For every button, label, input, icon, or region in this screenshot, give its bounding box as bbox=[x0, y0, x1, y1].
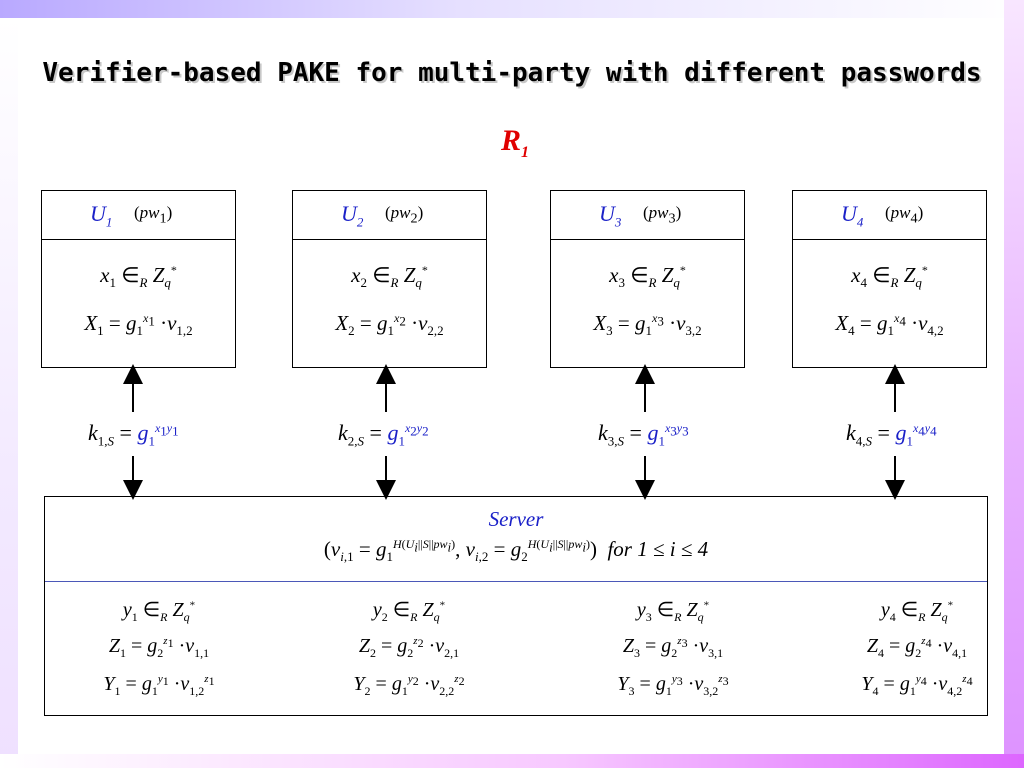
user-commit-X: X2 = g1x2 ·v2,2 bbox=[335, 311, 444, 339]
server-box: Server (vi,1 = g1H(Ui||S||pwi), vi,2 = g… bbox=[44, 496, 988, 716]
server-commit-Y: Y1 = g1y1 ·v1,2z1 bbox=[103, 673, 215, 698]
server-commit-Y: Y4 = g1y4 ·v4,2z4 bbox=[861, 673, 973, 698]
server-random-y: y2 ∈R Zq* bbox=[372, 599, 446, 624]
user-password: (pw3) bbox=[643, 203, 682, 227]
server-commit-Z: Z1 = g2z1 ·v1,1 bbox=[108, 635, 210, 660]
server-random-y: y4 ∈R Zq* bbox=[880, 599, 954, 624]
top-decor-bar bbox=[0, 0, 1024, 18]
server-column-3: y3 ∈R Zq* Z3 = g2z3 ·v3,1 Y3 = g1y3 ·v3,2z… bbox=[555, 597, 791, 711]
slide-title: Verifier-based PAKE for multi-party with… bbox=[42, 58, 982, 88]
server-column-2: y2 ∈R Zq* Z2 = g2z2 ·v2,1 Y2 = g1y2 ·v2,2z… bbox=[291, 597, 527, 711]
user-random-x: x3 ∈R Zq* bbox=[609, 263, 686, 291]
server-divider bbox=[45, 581, 987, 582]
user-name: U3 bbox=[599, 201, 622, 230]
user-header: U1 (pw1) bbox=[42, 191, 235, 240]
session-key-1: k1,S = g1x1y1 bbox=[88, 420, 179, 449]
session-key-2: k2,S = g1x2y2 bbox=[338, 420, 429, 449]
server-condition: for 1 ≤ i ≤ 4 bbox=[607, 537, 709, 561]
user-box-2: U2 (pw2) x2 ∈R Zq* X2 = g1x2 ·v2,2 bbox=[292, 190, 487, 368]
user-commit-X: X3 = g1x3 ·v3,2 bbox=[593, 311, 702, 339]
user-password: (pw2) bbox=[385, 203, 424, 227]
server-commit-Z: Z4 = g2z4 ·v4,1 bbox=[866, 635, 968, 660]
session-key-4: k4,S = g1x4y4 bbox=[846, 420, 937, 449]
user-random-x: x4 ∈R Zq* bbox=[851, 263, 928, 291]
right-decor-bar bbox=[1004, 0, 1024, 768]
user-header: U4 (pw4) bbox=[793, 191, 986, 240]
server-commit-Y: Y3 = g1y3 ·v3,2z3 bbox=[617, 673, 729, 698]
session-key-3: k3,S = g1x3y3 bbox=[598, 420, 689, 449]
server-random-y: y1 ∈R Zq* bbox=[122, 599, 196, 624]
user-name: U1 bbox=[90, 201, 113, 230]
user-box-1: U1 (pw1) x1 ∈R Zq* X1 = g1x1 ·v1,2 bbox=[41, 190, 236, 368]
user-random-x: x1 ∈R Zq* bbox=[100, 263, 177, 291]
user-name: U2 bbox=[341, 201, 364, 230]
user-password: (pw1) bbox=[134, 203, 173, 227]
left-decor-bar bbox=[0, 18, 18, 768]
user-name: U4 bbox=[841, 201, 864, 230]
server-verifier-formula: (vi,1 = g1H(Ui||S||pwi), vi,2 = g2H(Ui||… bbox=[323, 537, 709, 565]
bottom-decor-bar bbox=[0, 754, 1024, 768]
round-label: R1 bbox=[500, 124, 529, 161]
server-column-4: y4 ∈R Zq* Z4 = g2z4 ·v4,1 Y4 = g1y4 ·v4,2z… bbox=[799, 597, 1024, 711]
user-box-4: U4 (pw4) x4 ∈R Zq* X4 = g1x4 ·v4,2 bbox=[792, 190, 987, 368]
server-title: Server bbox=[488, 507, 544, 531]
server-random-y: y3 ∈R Zq* bbox=[636, 599, 710, 624]
user-box-3: U3 (pw3) x3 ∈R Zq* X3 = g1x3 ·v3,2 bbox=[550, 190, 745, 368]
server-commit-Z: Z2 = g2z2 ·v2,1 bbox=[358, 635, 460, 660]
user-password: (pw4) bbox=[885, 203, 924, 227]
user-commit-X: X4 = g1x4 ·v4,2 bbox=[835, 311, 944, 339]
user-header: U2 (pw2) bbox=[293, 191, 486, 240]
server-column-1: y1 ∈R Zq* Z1 = g2z1 ·v1,1 Y1 = g1y1 ·v1,2z… bbox=[41, 597, 277, 711]
user-commit-X: X1 = g1x1 ·v1,2 bbox=[84, 311, 193, 339]
user-header: U3 (pw3) bbox=[551, 191, 744, 240]
server-commit-Y: Y2 = g1y2 ·v2,2z2 bbox=[353, 673, 465, 698]
user-random-x: x2 ∈R Zq* bbox=[351, 263, 428, 291]
server-commit-Z: Z3 = g2z3 ·v3,1 bbox=[622, 635, 724, 660]
